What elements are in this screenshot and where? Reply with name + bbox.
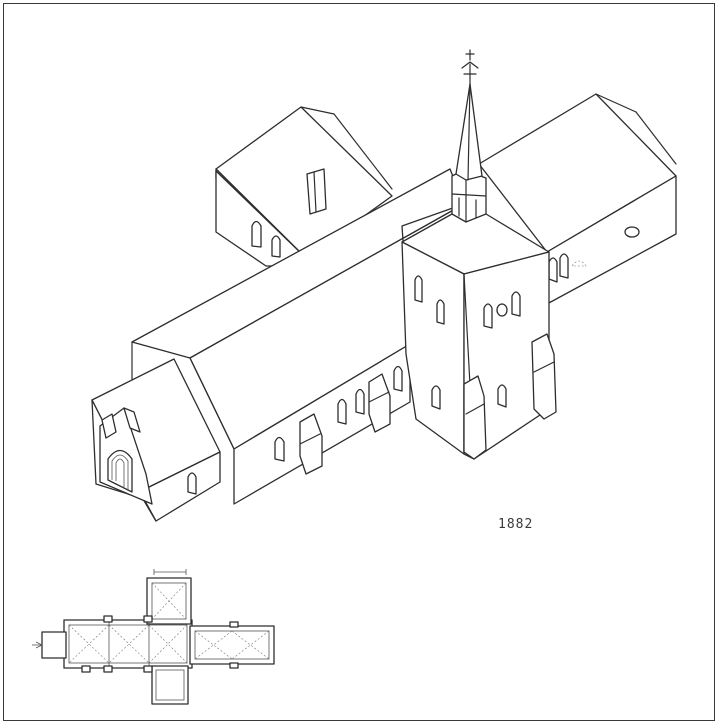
nave-buttress-1 <box>299 413 323 475</box>
tower-window-2 <box>436 299 445 325</box>
nave-window-3 <box>355 388 365 415</box>
chancel-window-2 <box>559 253 569 279</box>
porch-window <box>187 472 197 495</box>
drawing-sheet: 1882 <box>3 3 715 721</box>
west-porch <box>91 358 221 522</box>
porch-pinnacle-right <box>123 407 141 433</box>
nave-buttress-2 <box>368 373 391 433</box>
plan-west-porch <box>41 631 67 659</box>
plan-chancel <box>189 625 275 665</box>
ground-plan <box>32 569 275 705</box>
tower-window-3 <box>431 385 441 410</box>
weather-vane <box>461 61 479 75</box>
chapel-window-1 <box>251 220 262 248</box>
chancel-oculus <box>624 226 640 238</box>
tower-buttress-1 <box>463 375 487 460</box>
nave <box>131 168 465 505</box>
tower-buttress-2 <box>531 333 557 420</box>
north-chapel <box>215 106 393 268</box>
tower-west-face <box>401 241 465 455</box>
tower-belfry-window-1 <box>483 303 493 329</box>
tower <box>401 213 557 460</box>
tower-window-4 <box>497 384 507 408</box>
vane-cross <box>465 49 475 61</box>
nave-window-2 <box>337 398 347 425</box>
porch-pinnacle-left <box>101 413 117 439</box>
spire <box>451 49 487 223</box>
chapel-window-2 <box>271 235 281 258</box>
drawing-date: 1882 <box>498 517 534 532</box>
chancel-window-1 <box>548 257 558 283</box>
west-door-arch <box>107 449 133 493</box>
chapel-chimney <box>306 168 327 215</box>
nave-window-4 <box>393 365 403 392</box>
plan-nave <box>63 619 193 669</box>
tower-window-1 <box>414 275 423 303</box>
nave-south-wall <box>233 343 411 505</box>
tower-roundel <box>496 303 508 317</box>
nave-window-1 <box>274 436 285 462</box>
tower-belfry-window-2 <box>511 291 521 317</box>
plan-south-porch <box>151 665 189 705</box>
chancel-window-3 <box>571 260 587 267</box>
church-isometric-drawing <box>32 49 677 705</box>
